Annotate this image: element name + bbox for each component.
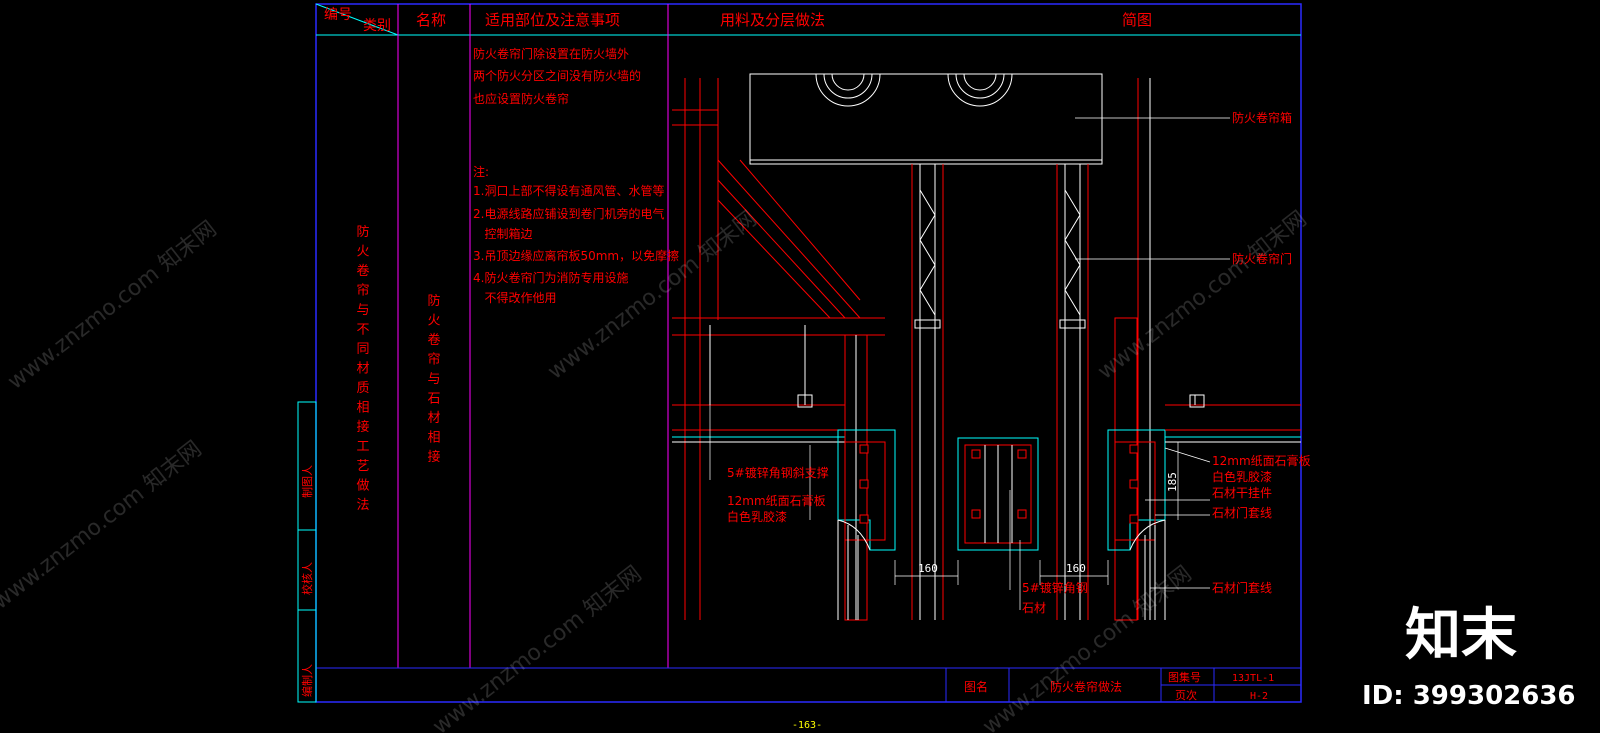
atlas-label: 图集号 (1168, 670, 1201, 684)
watermark-3: www.znzmo.com 知末网 (1093, 207, 1311, 385)
notes-item-4: 3.吊顶边缘应离帘板50mm，以免摩擦 (473, 248, 679, 263)
dim-vert: 185 (1166, 472, 1179, 492)
label-left-board-2: 白色乳胶漆 (727, 509, 787, 524)
vertical-char: 帘 (427, 352, 440, 368)
label-left-support: 5#镀锌角钢斜支撑 (727, 465, 829, 480)
atlas-value: 13JTL-1 (1232, 673, 1274, 684)
header-category: 类别 (363, 18, 391, 34)
vertical-char: 接 (356, 419, 369, 435)
notes-intro-1: 防火卷帘门除设置在防火墙外 (473, 46, 629, 61)
notes-intro-2: 两个防火分区之间没有防火墙的 (473, 68, 641, 83)
page-label: 页次 (1175, 688, 1197, 702)
signature-strip (297, 401, 317, 703)
vertical-char: 不 (356, 323, 369, 338)
vertical-char: 接 (427, 449, 440, 465)
notes-title: 注: (473, 164, 489, 179)
label-left-board-1: 12mm纸面石膏板 (727, 493, 826, 508)
header-materials: 用料及分层做法 (720, 11, 825, 29)
signature-drafter: 制图人 (301, 465, 314, 498)
signature-checker: 校核人 (300, 562, 314, 595)
page-value: H-2 (1250, 691, 1268, 702)
watermark-5: www.znzmo.com 知末网 (428, 562, 646, 733)
label-right-trim: 石材门套线 (1212, 505, 1272, 520)
label-right-hanger: 石材干挂件 (1212, 486, 1272, 500)
notes-intro-3: 也应设置防火卷帘 (473, 91, 569, 106)
vertical-char: 石 (427, 392, 440, 407)
header-diagonal (315, 3, 399, 36)
notes-block: 防火卷帘门除设置在防火墙外 两个防火分区之间没有防火墙的 也应设置防火卷帘 注:… (473, 46, 679, 305)
vertical-char: 卷 (356, 263, 369, 279)
label-right-board-1: 12mm纸面石膏板 (1212, 453, 1311, 468)
section-drawing (672, 73, 1301, 621)
header-notes: 适用部位及注意事项 (485, 11, 620, 29)
brand-logo: 知末 (1405, 603, 1517, 668)
dim-right: 160 (1066, 562, 1086, 575)
label-right-board-2: 白色乳胶漆 (1212, 469, 1272, 484)
signature-compiler: 编制人 (300, 664, 314, 697)
notes-item-6: 不得改作他用 (473, 290, 556, 305)
vertical-char: 与 (427, 372, 440, 387)
notes-item-1: 1.洞口上部不得设有通风管、水管等 (473, 183, 664, 198)
header-diagram: 简图 (1122, 11, 1152, 29)
vertical-char: 火 (356, 245, 369, 260)
vertical-char: 艺 (356, 459, 369, 474)
label-door: 防火卷帘门 (1232, 251, 1292, 266)
watermark-1: www.znzmo.com 知末网 (3, 217, 221, 395)
label-right-trim-bottom: 石材门套线 (1212, 580, 1272, 595)
vertical-char: 法 (356, 498, 369, 513)
vertical-char: 与 (356, 303, 369, 318)
watermark-2: www.znzmo.com 知末网 (543, 207, 761, 385)
title-name: 防火卷帘做法 (1050, 679, 1122, 694)
label-center-angle: 5#镀锌角钢 (1022, 581, 1088, 595)
label-box: 防火卷帘箱 (1232, 110, 1292, 125)
vertical-char: 工 (356, 440, 369, 455)
vertical-char: 卷 (427, 332, 440, 348)
dim-left: 160 (918, 562, 938, 575)
vertical-char: 材 (356, 362, 369, 377)
vertical-char: 防 (427, 293, 440, 309)
vertical-char: 相 (356, 401, 369, 416)
header-name: 名称 (416, 11, 446, 29)
page-number: -163- (792, 720, 822, 731)
notes-item-5: 4.防火卷帘门为消防专用设施 (473, 270, 628, 285)
vertical-char: 火 (427, 314, 440, 329)
vertical-char: 质 (356, 381, 369, 396)
vertical-char: 帘 (356, 283, 369, 299)
vertical-char: 同 (356, 342, 369, 357)
vertical-char: 防 (356, 224, 369, 240)
vertical-char: 相 (427, 431, 440, 446)
title-name-label: 图名 (964, 679, 988, 694)
notes-item-3: 控制箱边 (473, 226, 532, 241)
header-code: 编号 (324, 7, 352, 23)
sheet-frame (315, 3, 1302, 703)
brand-id: ID: 399302636 (1362, 681, 1576, 711)
vertical-char: 做 (356, 479, 369, 494)
notes-item-2: 2.电源线路应铺设到卷门机旁的电气 (473, 206, 664, 221)
watermark-4: www.znzmo.com 知末网 (0, 437, 207, 615)
vertical-char: 材 (427, 411, 440, 426)
roller-box (749, 73, 1103, 165)
label-center-stone: 石材 (1022, 601, 1046, 615)
